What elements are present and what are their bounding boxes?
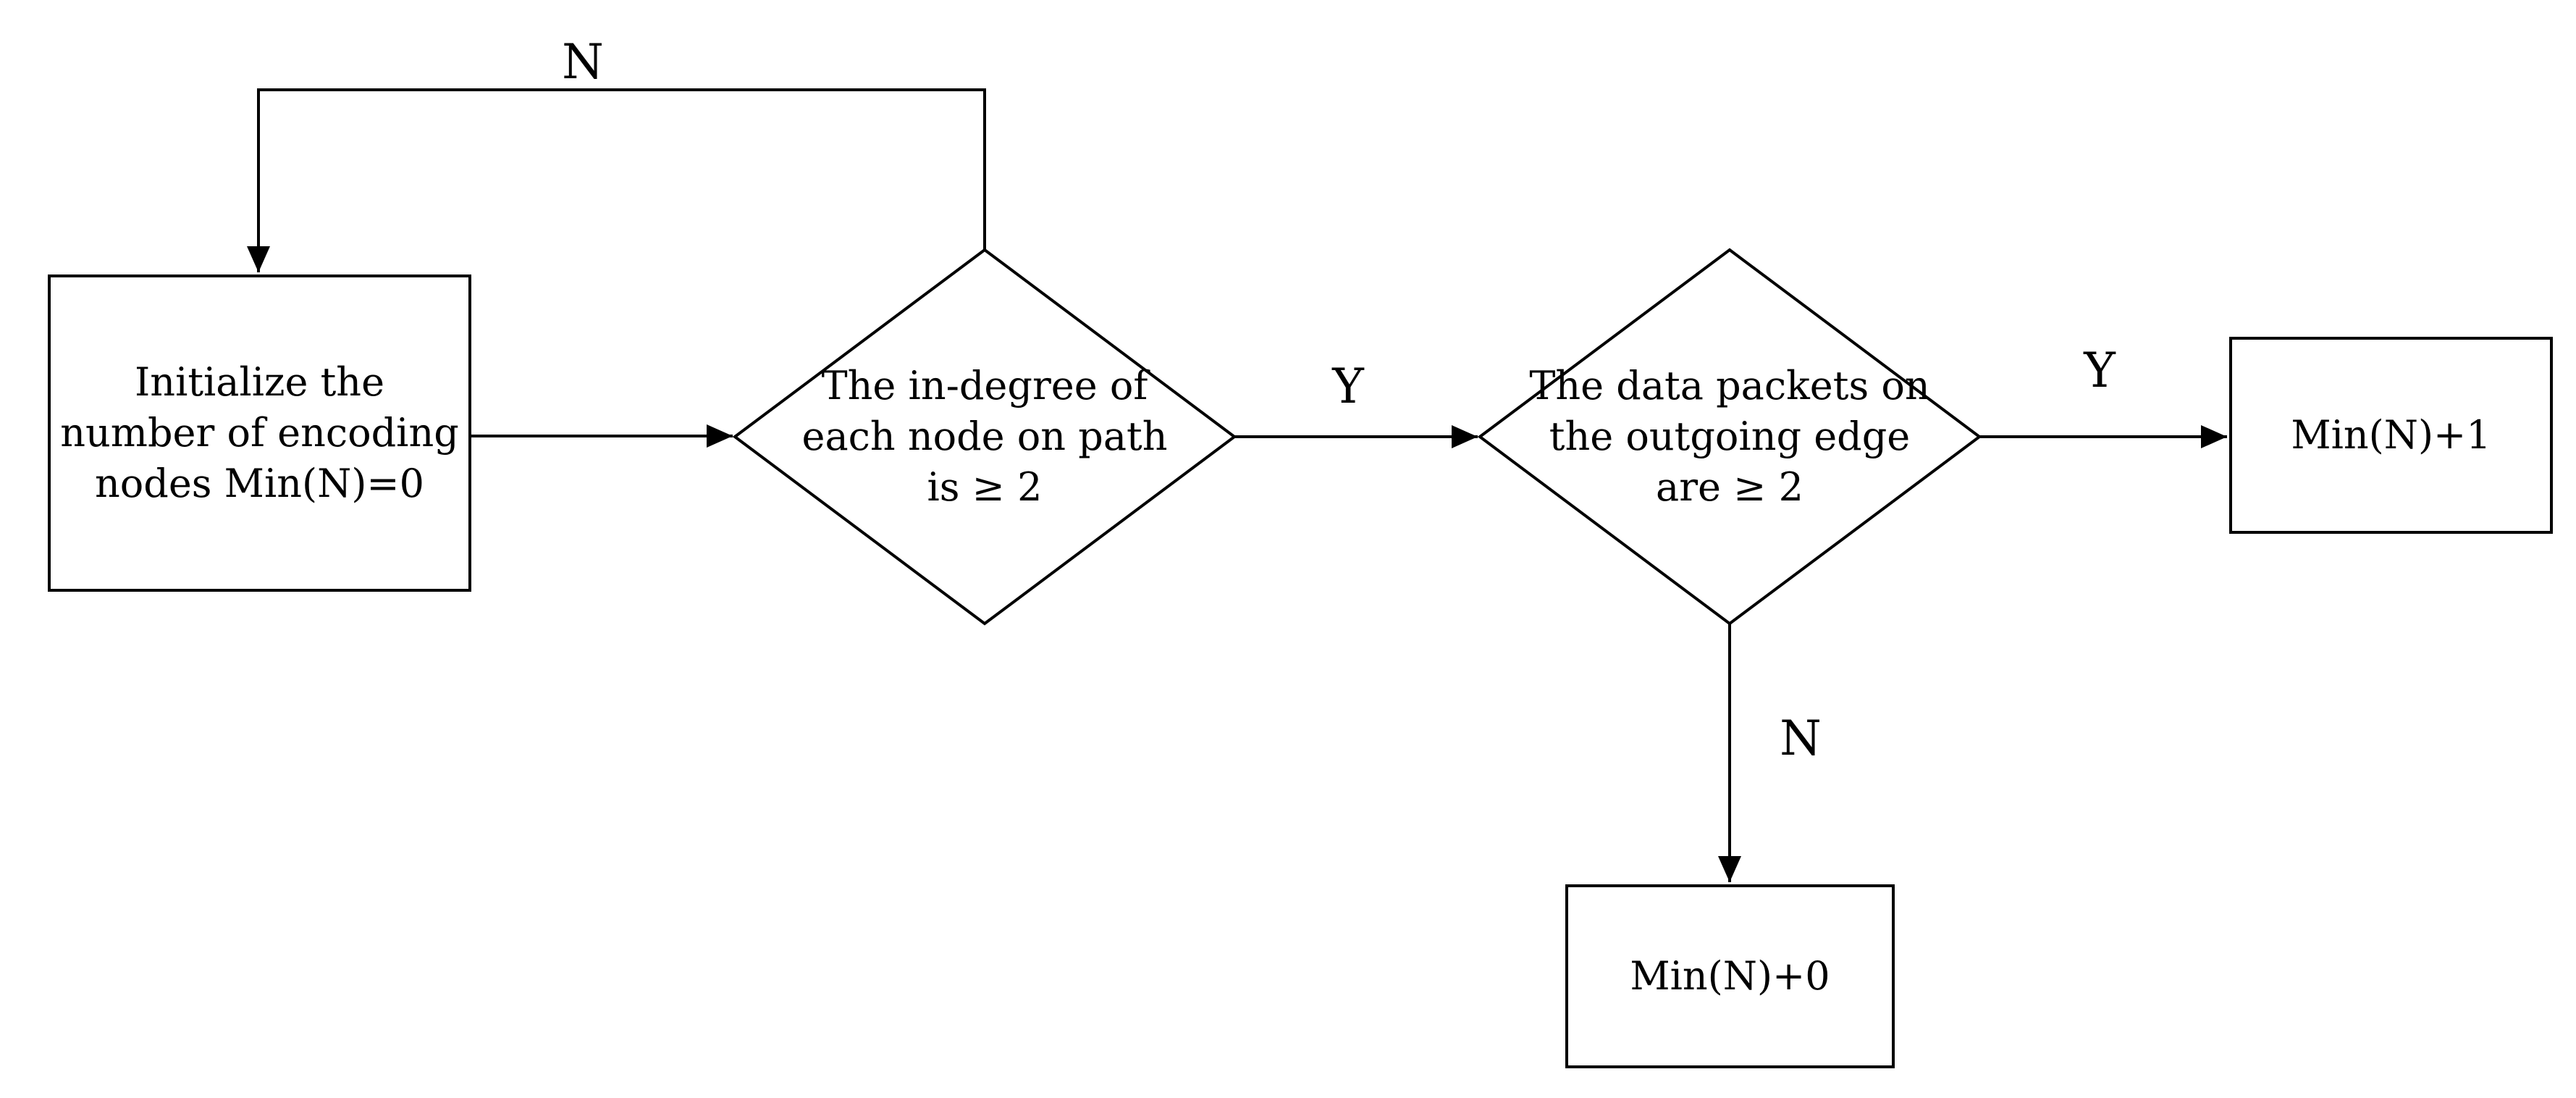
in-degree-yes-edge-label: Y xyxy=(1332,359,1364,414)
in-degree-decision-line: is ≥ 2 xyxy=(927,464,1043,510)
init-node-line: number of encoding xyxy=(60,410,459,456)
loop-no-edge-label: N xyxy=(562,34,604,90)
edge-in-degree-no-loop-arrow xyxy=(247,88,986,272)
min-plus-one-node-box: Min(N)+1 xyxy=(2229,337,2553,534)
min-plus-zero-node-box: Min(N)+0 xyxy=(1565,884,1895,1068)
packets-yes-edge-label: Y xyxy=(2084,343,2116,398)
init-node-line: nodes Min(N)=0 xyxy=(94,461,425,506)
data-packets-decision-line: are ≥ 2 xyxy=(1656,464,1803,510)
min-plus-one-node-line: Min(N)+1 xyxy=(2291,412,2491,458)
in-degree-decision-line: each node on path xyxy=(801,414,1168,459)
in-degree-decision-outline xyxy=(732,248,1237,626)
init-node-line: Initialize the xyxy=(134,359,385,405)
data-packets-decision-text: The data packets on the outgoing edge ar… xyxy=(1440,361,2019,513)
packets-no-edge-label: N xyxy=(1780,711,1822,766)
init-node-box: Initialize the number of encoding nodes … xyxy=(48,274,471,592)
data-packets-decision-line: The data packets on xyxy=(1529,363,1930,408)
in-degree-decision-text: The in-degree of each node on path is ≥ … xyxy=(695,361,1274,513)
in-degree-decision-line: The in-degree of xyxy=(821,363,1148,408)
data-packets-decision-line: the outgoing edge xyxy=(1549,414,1911,459)
min-plus-zero-node-line: Min(N)+0 xyxy=(1630,953,1830,999)
